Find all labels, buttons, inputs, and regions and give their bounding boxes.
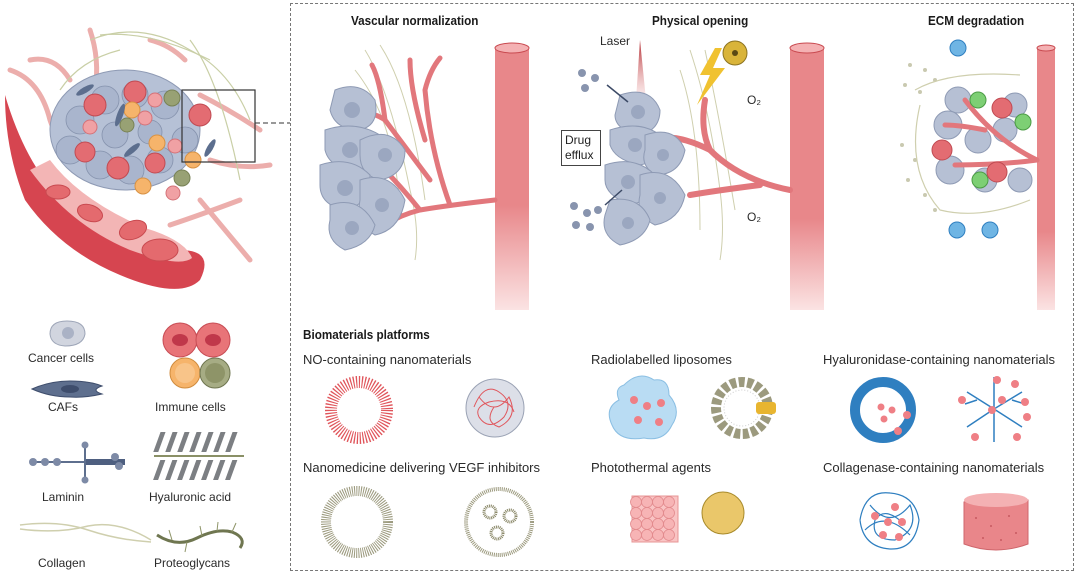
laser-label: Laser — [600, 34, 631, 48]
gold-nanoparticle-icon — [701, 491, 745, 535]
mechanisms-panel-frame — [290, 3, 1074, 571]
panel-title-ecm-degradation: ECM degradation — [928, 13, 1025, 28]
legend-label-hyaluronic-acid: Hyaluronic acid — [149, 490, 232, 504]
panel-title-physical-opening: Physical opening — [652, 13, 749, 28]
caf-icon — [30, 380, 104, 398]
physical-opening-illustration — [570, 40, 825, 310]
platforms-heading: Biomaterials platforms — [303, 327, 430, 342]
legend-label-laminin: Laminin — [42, 490, 85, 504]
platform-label-collagenase-nanomaterials: Collagenase-containing nanomaterials — [823, 460, 1045, 475]
legend-label-immune-cells: Immune cells — [155, 400, 226, 414]
legend-label-cancer-cells: Cancer cells — [28, 351, 95, 365]
oxygen-label-top: O₂ — [747, 93, 761, 107]
collagenase-scaffold-icon — [963, 493, 1029, 551]
oxygen-label-bottom: O₂ — [747, 210, 761, 224]
panel-title-vascular-normalization: Vascular normalization — [351, 13, 479, 28]
tumour-overview-illustration — [5, 27, 290, 289]
platform-label-vegf-inhibitors: Nanomedicine delivering VEGF inhibitors — [303, 460, 541, 475]
no-liposome-icon — [325, 376, 393, 444]
platform-label-radiolabelled-liposomes: Radiolabelled liposomes — [591, 352, 732, 367]
ecm-degradation-illustration — [900, 39, 1056, 310]
photothermal-nanocube-icon — [630, 495, 679, 543]
platform-label-hyaluronidase-nanomaterials: Hyaluronidase-containing nanomaterials — [823, 352, 1055, 367]
immune-cells-icon — [162, 322, 231, 389]
collagenase-polymer-icon — [859, 492, 920, 550]
hyaluronidase-dendrimer-icon — [958, 376, 1031, 442]
vegf-micelle-vesicle-icon — [464, 487, 534, 557]
legend-label-collagen: Collagen — [38, 556, 86, 570]
drug-efflux-label: Drug efflux — [561, 130, 601, 166]
cancer-cell-icon — [49, 320, 86, 347]
legend-label-proteoglycans: Proteoglycans — [154, 556, 231, 570]
radiolabelled-liposome-icon — [711, 377, 776, 439]
hyaluronidase-liposome-icon — [850, 377, 916, 443]
proteoglycan-icon — [156, 521, 244, 553]
vegf-liposome-icon — [321, 486, 393, 558]
platform-label-no-nanomaterials: NO-containing nanomaterials — [303, 352, 472, 367]
no-polymer-nanoparticle-icon — [465, 378, 525, 438]
hyaluronic-acid-icon — [153, 432, 244, 480]
legend-label-cafs: CAFs — [48, 400, 78, 414]
platform-label-photothermal-agents: Photothermal agents — [591, 460, 711, 475]
laminin-icon — [29, 441, 125, 484]
collagen-icon — [19, 522, 152, 543]
vascular-normalization-illustration — [319, 42, 530, 310]
hydrogel-icon — [608, 375, 677, 440]
